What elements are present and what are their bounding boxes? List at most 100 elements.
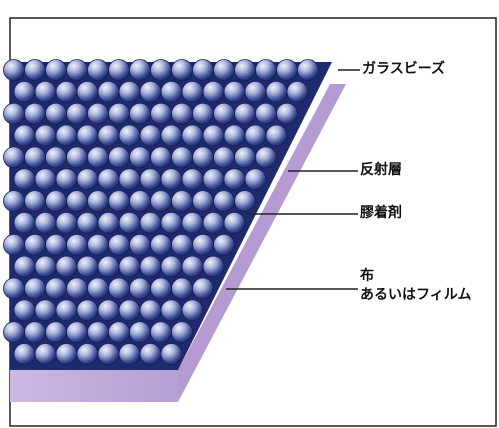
glass-bead xyxy=(160,124,183,147)
glass-bead xyxy=(66,146,88,169)
glass-bead xyxy=(34,168,57,191)
glass-bead xyxy=(108,277,130,300)
glass-bead xyxy=(202,124,225,147)
glass-bead xyxy=(34,124,57,147)
glass-bead xyxy=(139,168,162,191)
glass-bead xyxy=(160,168,183,191)
glass-bead xyxy=(3,321,25,344)
glass-bead xyxy=(55,124,78,147)
glass-bead xyxy=(76,255,99,278)
glass-bead xyxy=(3,190,25,213)
glass-bead xyxy=(45,277,67,300)
glass-bead xyxy=(192,102,214,125)
glass-bead xyxy=(202,211,225,234)
glass-bead xyxy=(255,102,277,125)
glass-bead xyxy=(87,321,109,344)
glass-bead xyxy=(118,124,141,147)
glass-bead xyxy=(3,59,25,81)
glass-bead xyxy=(171,277,193,300)
glass-bead xyxy=(244,124,267,147)
glass-bead xyxy=(45,190,67,213)
glass-bead xyxy=(97,211,120,234)
glass-bead xyxy=(76,343,99,365)
glass-bead xyxy=(97,168,120,191)
glass-bead xyxy=(108,190,130,213)
glass-bead xyxy=(34,211,57,234)
glass-bead xyxy=(192,233,214,256)
glass-bead xyxy=(160,80,183,103)
glass-bead xyxy=(108,321,130,344)
glass-bead xyxy=(223,168,246,191)
glass-bead xyxy=(213,59,235,81)
label-base-line2: あるいはフィルム xyxy=(360,287,472,303)
glass-bead xyxy=(45,102,67,125)
glass-bead xyxy=(255,59,277,81)
glass-bead xyxy=(276,59,298,81)
glass-bead xyxy=(118,211,141,234)
glass-bead xyxy=(87,146,109,169)
glass-bead xyxy=(234,102,256,125)
glass-bead xyxy=(55,255,78,278)
glass-bead xyxy=(87,102,109,125)
glass-bead xyxy=(181,168,204,191)
glass-bead xyxy=(192,190,214,213)
glass-bead xyxy=(223,124,246,147)
glass-bead xyxy=(13,343,36,365)
label-glass-beads: ガラスビーズ xyxy=(362,61,446,77)
glass-bead xyxy=(13,124,36,147)
glass-bead xyxy=(150,233,172,256)
glass-bead xyxy=(34,343,57,365)
glass-bead xyxy=(24,233,46,256)
glass-bead xyxy=(118,343,141,365)
glass-bead xyxy=(76,80,99,103)
glass-bead xyxy=(139,211,162,234)
glass-bead xyxy=(97,343,120,365)
glass-bead xyxy=(181,299,204,322)
glass-bead xyxy=(55,168,78,191)
glass-bead xyxy=(66,190,88,213)
glass-bead xyxy=(87,233,109,256)
glass-bead xyxy=(13,255,36,278)
glass-bead xyxy=(150,102,172,125)
glass-bead-field xyxy=(3,59,319,365)
glass-bead xyxy=(139,255,162,278)
glass-bead xyxy=(118,80,141,103)
glass-bead xyxy=(181,211,204,234)
glass-bead xyxy=(265,124,288,147)
glass-bead xyxy=(66,233,88,256)
glass-bead xyxy=(97,80,120,103)
glass-bead xyxy=(34,80,57,103)
glass-bead xyxy=(213,190,235,213)
glass-bead xyxy=(129,233,151,256)
label-adhesive: 膠着剤 xyxy=(360,205,402,221)
glass-bead xyxy=(24,59,46,81)
glass-bead xyxy=(118,299,141,322)
glass-bead xyxy=(3,146,25,169)
label-reflective-layer: 反射層 xyxy=(360,162,402,178)
glass-bead xyxy=(97,255,120,278)
glass-bead xyxy=(76,211,99,234)
glass-bead xyxy=(202,168,225,191)
base-layer xyxy=(10,370,178,402)
glass-bead xyxy=(223,211,246,234)
glass-bead xyxy=(76,124,99,147)
glass-bead xyxy=(118,168,141,191)
glass-bead xyxy=(171,146,193,169)
glass-bead xyxy=(150,321,172,344)
glass-bead xyxy=(34,255,57,278)
glass-bead xyxy=(181,80,204,103)
glass-bead xyxy=(171,59,193,81)
glass-bead xyxy=(150,59,172,81)
glass-bead xyxy=(108,102,130,125)
glass-bead xyxy=(76,299,99,322)
glass-bead xyxy=(45,146,67,169)
glass-bead xyxy=(24,146,46,169)
glass-bead xyxy=(24,277,46,300)
glass-bead xyxy=(297,59,319,81)
glass-bead xyxy=(45,59,67,81)
glass-bead xyxy=(97,124,120,147)
glass-bead xyxy=(234,190,256,213)
glass-bead xyxy=(66,321,88,344)
glass-bead xyxy=(55,343,78,365)
glass-bead xyxy=(129,59,151,81)
